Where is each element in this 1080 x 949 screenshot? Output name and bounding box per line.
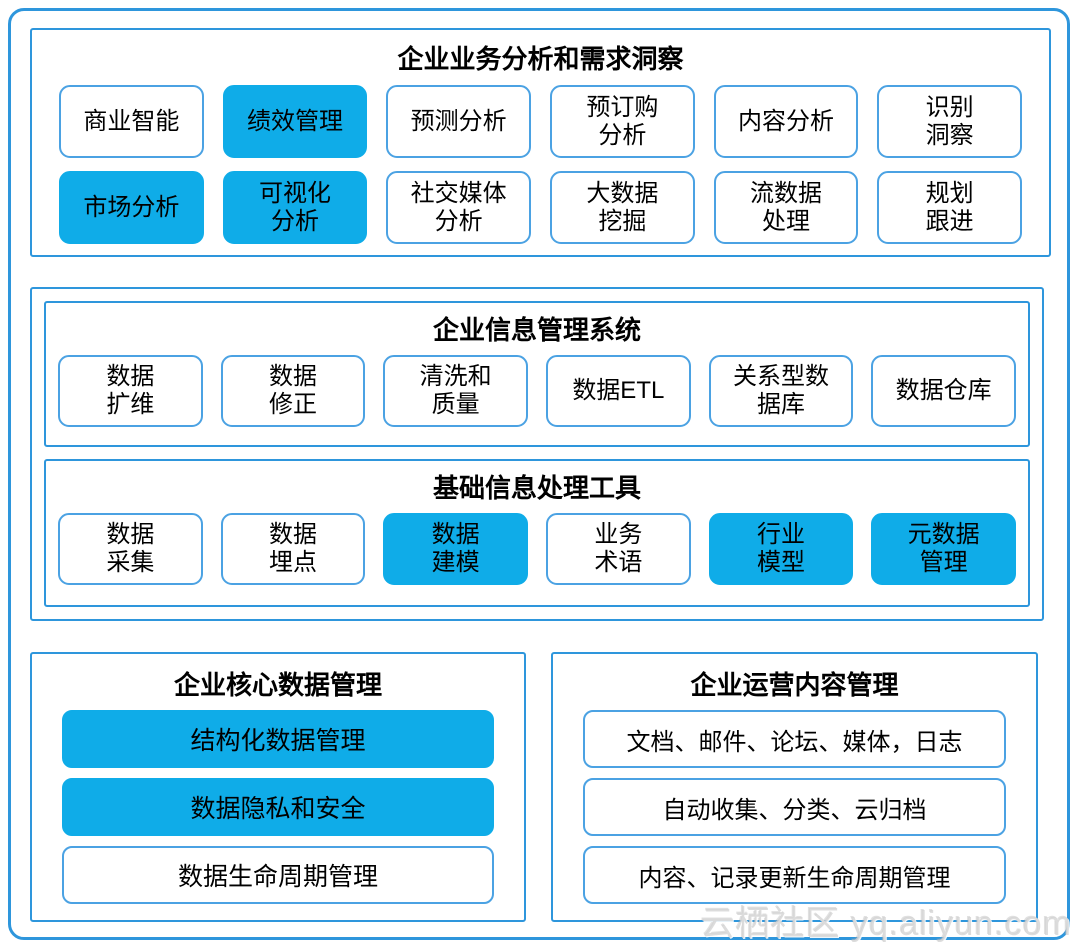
diagram-cell-data-etl: 数据ETL [546,355,691,427]
diagram-cell-pre-order-analysis: 预订购 分析 [550,85,695,158]
diagram-row-docs-mail-forum-media-logs: 文档、邮件、论坛、媒体，日志 [583,710,1006,768]
diagram-cell-metadata-management: 元数据 管理 [871,513,1016,585]
diagram-cell-market-analysis: 市场分析 [59,171,204,244]
diagram-cell-recognition-insight: 识别 洞察 [877,85,1022,158]
diagram-cell-data-warehouse: 数据仓库 [871,355,1016,427]
diagram-cell-business-terms: 业务 术语 [546,513,691,585]
diagram-outer-frame [8,8,1070,940]
diagram-cell-data-modeling: 数据 建模 [383,513,528,585]
diagram-row-data-lifecycle-management: 数据生命周期管理 [62,846,494,904]
diagram-cell-content-analysis: 内容分析 [713,85,859,158]
diagram-row-auto-collect-classify-archive: 自动收集、分类、云归档 [583,778,1006,836]
diagram-cell-cleaning-quality: 清洗和 质量 [383,355,528,427]
section-title: 企业运营内容管理 [690,670,899,700]
section-title: 企业核心数据管理 [173,670,382,700]
diagram-cell-data-correction: 数据 修正 [220,355,366,427]
diagram-row-data-privacy-security: 数据隐私和安全 [62,778,494,836]
diagram-cell-data-tracking: 数据 埋点 [220,513,366,585]
section-operation-content-management: 企业运营内容管理 文档、邮件、论坛、媒体，日志 自动收集、分类、云归档 内容、记… [551,652,1038,922]
section-information-management: 企业信息管理系统 数据 扩维 数据 修正 清洗和 质量 数据ETL 关系型数 据… [44,301,1030,447]
diagram-cell-business-intelligence: 商业智能 [59,85,204,158]
diagram-cell-data-dimension-expansion: 数据 扩维 [58,355,203,427]
diagram-cell-performance-management: 绩效管理 [222,85,368,158]
section-title: 企业业务分析和需求洞察 [397,44,684,74]
section-business-analysis: 企业业务分析和需求洞察 商业智能 绩效管理 预测分析 预订购 分析 内容分析 识… [30,28,1051,257]
diagram-cell-stream-data-processing: 流数据 处理 [713,171,859,244]
section-core-data-management: 企业核心数据管理 结构化数据管理 数据隐私和安全 数据生命周期管理 [30,652,526,922]
diagram-cell-predictive-analysis: 预测分析 [386,85,531,158]
section-basic-processing-tools: 基础信息处理工具 数据 采集 数据 埋点 数据 建模 业务 术语 行业 模型 元… [44,459,1030,607]
diagram-cell-visual-analysis: 可视化 分析 [222,171,368,244]
cell-grid-business-analysis: 商业智能 绩效管理 预测分析 预订购 分析 内容分析 识别 洞察 市场分析 可视… [32,85,1049,244]
diagram-row-content-record-lifecycle: 内容、记录更新生命周期管理 [583,846,1006,904]
diagram-cell-big-data-mining: 大数据 挖掘 [550,171,695,244]
wrapper-information-systems: 企业信息管理系统 数据 扩维 数据 修正 清洗和 质量 数据ETL 关系型数 据… [30,287,1044,621]
diagram-cell-industry-model: 行业 模型 [708,513,854,585]
diagram-row-structured-data-management: 结构化数据管理 [62,710,494,768]
diagram-cell-data-collection: 数据 采集 [58,513,203,585]
row-list-core-data-management: 结构化数据管理 数据隐私和安全 数据生命周期管理 [62,710,494,904]
diagram-cell-planning-follow-up: 规划 跟进 [877,171,1022,244]
row-list-operation-content-management: 文档、邮件、论坛、媒体，日志 自动收集、分类、云归档 内容、记录更新生命周期管理 [583,710,1006,904]
section-title: 企业信息管理系统 [432,315,641,345]
diagram-cell-social-media-analysis: 社交媒体 分析 [386,171,531,244]
section-title: 基础信息处理工具 [432,473,641,503]
cell-grid-information-management: 数据 扩维 数据 修正 清洗和 质量 数据ETL 关系型数 据库 数据仓库 [46,355,1028,427]
cell-grid-basic-processing-tools: 数据 采集 数据 埋点 数据 建模 业务 术语 行业 模型 元数据 管理 [46,513,1028,585]
diagram-cell-relational-database: 关系型数 据库 [708,355,854,427]
